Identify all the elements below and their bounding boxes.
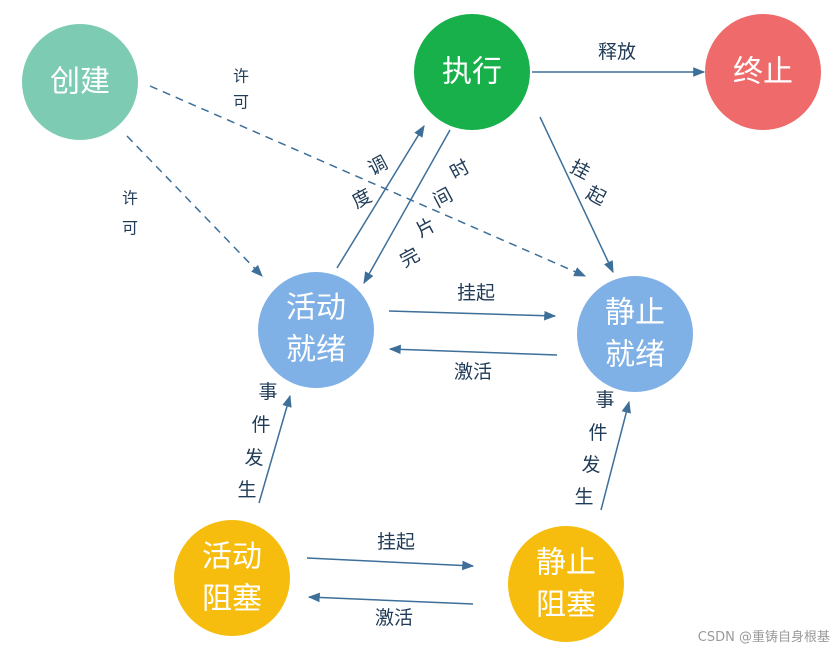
node-execute-circle	[414, 14, 530, 130]
label-activate-blocked: 激活	[375, 607, 413, 629]
label-suspend-ready: 挂起	[457, 282, 495, 304]
edge-active-blocked-to-active-ready	[258, 394, 292, 504]
node-execute-label: 执行	[442, 55, 502, 90]
node-static-blocked-circle	[508, 526, 624, 642]
label-event-2-char-1: 事	[595, 389, 614, 411]
label-permit-1-char-2: 可	[233, 93, 249, 112]
node-static-ready: 静止 就绪	[577, 276, 693, 392]
label-suspend-blocked: 挂起	[377, 531, 415, 553]
label-permit-2-char-2: 可	[122, 219, 138, 238]
watermark: CSDN @重铸自身根基	[697, 630, 830, 645]
edge-create-to-static-ready	[149, 85, 587, 277]
node-active-ready-circle	[258, 272, 374, 388]
node-active-blocked-circle	[174, 520, 290, 636]
label-event-2-char-2: 件	[588, 422, 607, 444]
node-create-circle	[22, 24, 138, 140]
label-schedule-char-2: 度	[348, 185, 375, 213]
label-event-1-char-1: 事	[258, 381, 277, 403]
edge-static-blocked-to-active-blocked	[307, 592, 474, 605]
node-static-ready-circle	[577, 276, 693, 392]
label-schedule-char-1: 调	[364, 152, 391, 180]
node-active-ready: 活动 就绪	[258, 272, 374, 388]
label-permit-1-char-1: 许	[233, 67, 249, 86]
label-event-2-char-3: 发	[581, 454, 600, 476]
node-terminate: 终止	[705, 14, 821, 130]
edge-create-to-active-ready	[126, 135, 263, 277]
label-event-1-char-2: 件	[251, 414, 270, 436]
label-timeslice-char-4: 完	[396, 244, 423, 272]
node-execute: 执行	[414, 14, 530, 130]
node-static-blocked-line-2: 阻塞	[536, 588, 596, 623]
node-active-blocked-line-1: 活动	[202, 540, 262, 575]
edge-static-ready-to-active-ready	[388, 344, 558, 356]
node-create-label: 创建	[50, 65, 110, 100]
node-active-ready-line-1: 活动	[286, 291, 346, 326]
edge-active-ready-to-execute	[336, 124, 425, 269]
node-active-blocked-line-2: 阻塞	[202, 582, 262, 617]
label-event-1-char-3: 发	[244, 447, 263, 469]
node-terminate-circle	[705, 14, 821, 130]
edge-execute-to-active-ready	[363, 129, 451, 285]
edge-active-blocked-to-static-blocked	[306, 557, 475, 571]
node-active-ready-line-2: 就绪	[286, 333, 346, 368]
label-activate-ready: 激活	[454, 361, 492, 383]
node-terminate-label: 终止	[733, 55, 793, 90]
label-suspend-exec-char-2: 起	[582, 182, 609, 210]
edge-active-ready-to-static-ready	[388, 310, 557, 321]
label-release: 释放	[598, 41, 636, 63]
label-permit-2-char-1: 许	[122, 189, 138, 208]
node-static-blocked-line-1: 静止	[536, 546, 596, 581]
label-event-1-char-4: 生	[237, 479, 256, 501]
node-active-blocked: 活动 阻塞	[174, 520, 290, 636]
label-suspend-exec-char-1: 挂	[566, 156, 593, 184]
edges	[126, 67, 706, 605]
edge-execute-to-static-ready	[539, 116, 614, 274]
label-event-2-char-4: 生	[574, 486, 593, 508]
node-create: 创建	[22, 24, 138, 140]
label-timeslice-char-3: 片	[412, 214, 439, 242]
edge-static-blocked-to-static-ready	[600, 400, 631, 511]
node-static-ready-line-2: 就绪	[605, 338, 665, 373]
label-timeslice-char-1: 时	[446, 156, 473, 184]
node-static-blocked: 静止 阻塞	[508, 526, 624, 642]
label-timeslice-char-2: 间	[429, 184, 456, 212]
node-static-ready-line-1: 静止	[605, 296, 665, 331]
